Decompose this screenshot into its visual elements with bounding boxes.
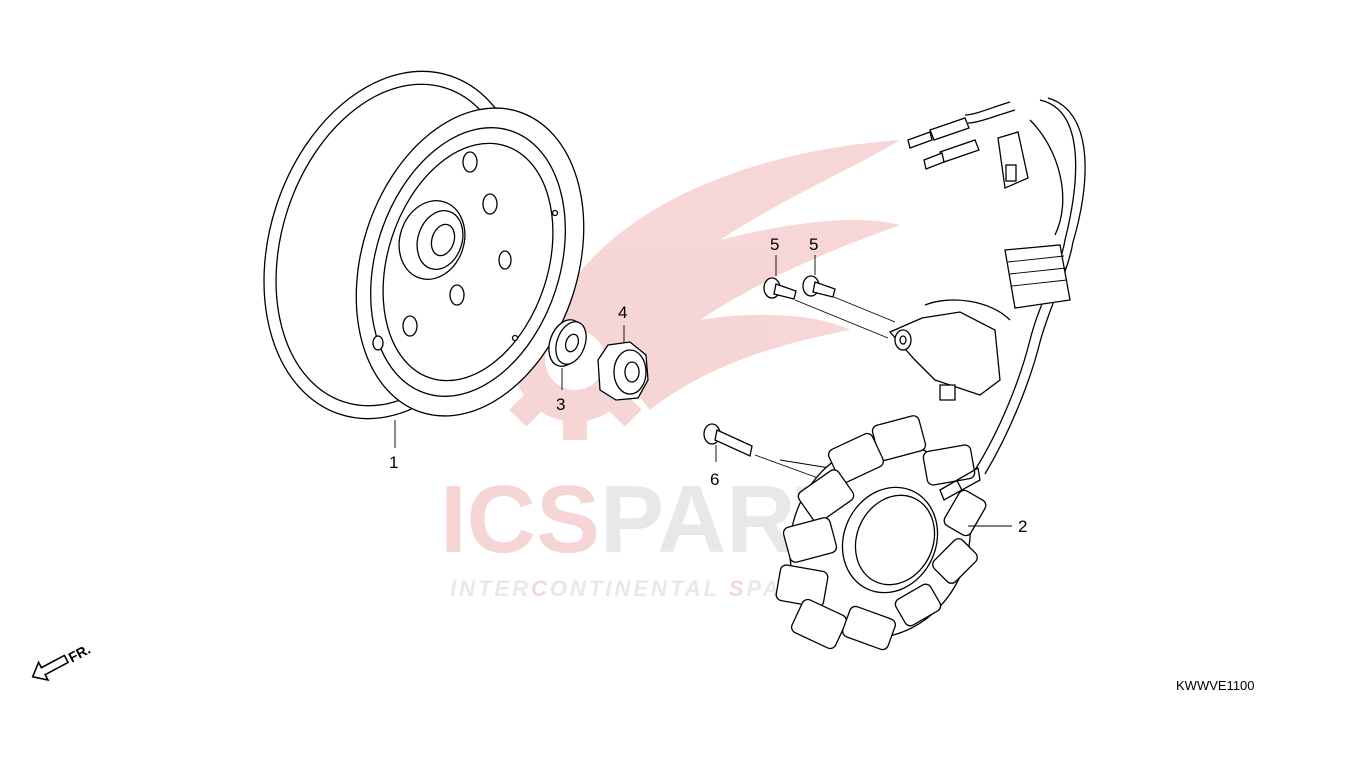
leader-line — [794, 299, 889, 339]
watermark-tagline-part: C — [531, 576, 550, 601]
callout-5b[interactable]: 5 — [809, 235, 818, 254]
callout-4[interactable]: 4 — [618, 303, 627, 322]
watermark-brand-left: ICS — [440, 466, 600, 573]
leader-line — [754, 454, 819, 479]
bolt-part[interactable] — [703, 423, 753, 457]
leader-line — [833, 296, 896, 323]
screw-part-a[interactable] — [763, 277, 797, 300]
washer-part[interactable] — [543, 315, 592, 371]
front-direction-indicator: FR. — [31, 641, 93, 682]
watermark-tagline-part: ONTINENTAL — [550, 576, 729, 601]
stator-coils — [775, 415, 987, 651]
stator-part[interactable] — [758, 97, 1086, 668]
watermark-tagline-part: S — [729, 576, 747, 601]
callout-2[interactable]: 2 — [1018, 517, 1027, 536]
callout-3[interactable]: 3 — [556, 395, 565, 414]
watermark-tagline-part: INTER — [450, 576, 531, 601]
nut-part[interactable] — [597, 341, 649, 401]
watermark-wing-logo — [560, 140, 900, 410]
direction-label: FR. — [66, 641, 93, 666]
callout-6[interactable]: 6 — [710, 470, 719, 489]
drawing-code: KWWVE1100 — [1176, 678, 1255, 693]
flywheel-part[interactable] — [221, 37, 621, 453]
screw-part-b[interactable] — [802, 275, 836, 298]
callout-1[interactable]: 1 — [389, 453, 398, 472]
front-arrow-icon — [31, 654, 70, 682]
callout-5a[interactable]: 5 — [770, 235, 779, 254]
